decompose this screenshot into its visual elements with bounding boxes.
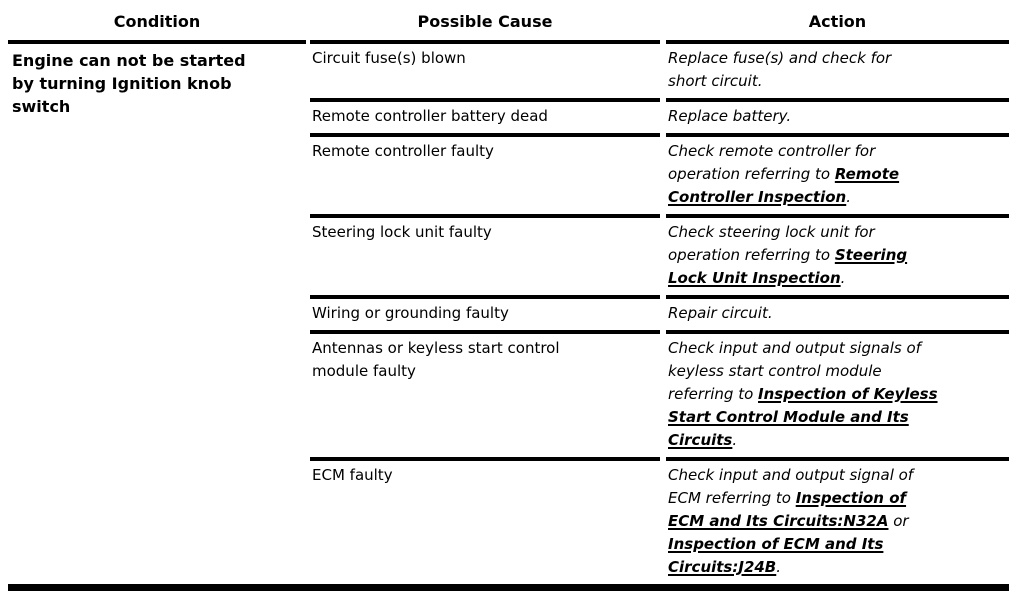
action-text: Check steering lock unit for operation r… — [668, 223, 875, 264]
cause-cell: Remote controller battery dead — [310, 102, 660, 137]
action-cell: Replace fuse(s) and check for short circ… — [666, 44, 1009, 102]
column-header-condition: Condition — [8, 0, 306, 44]
inspection-reference-link[interactable]: Inspection of ECM and Its Circuits:N32A — [668, 489, 907, 530]
cause-cell: Remote controller faulty — [310, 137, 660, 218]
action-text: . — [732, 431, 738, 449]
action-text: . — [840, 269, 846, 287]
cause-cell: Circuit fuse(s) blown — [310, 44, 660, 102]
action-text: Repair circuit. — [668, 304, 773, 322]
diagnostic-table: Condition Possible Cause Action Engine c… — [8, 0, 1009, 584]
condition-cell: Engine can not be started by turning Ign… — [12, 51, 246, 116]
cause-cell: Antennas or keyless start control module… — [310, 334, 660, 461]
cause-cell: Wiring or grounding faulty — [310, 299, 660, 334]
inspection-reference-link[interactable]: Inspection of ECM and Its Circuits:J24B — [668, 535, 884, 576]
action-cell: Check input and output signals of keyles… — [666, 334, 1009, 461]
action-text: Check input and output signal of ECM ref… — [668, 466, 914, 507]
column-header-possible-cause: Possible Cause — [310, 0, 660, 44]
action-text: Replace fuse(s) and check for short circ… — [668, 49, 892, 90]
cause-cell: ECM faulty — [312, 466, 393, 484]
column-header-action: Action — [666, 0, 1009, 44]
action-text: Check remote controller for operation re… — [668, 142, 876, 183]
inspection-reference-link[interactable]: Remote Controller Inspection — [668, 165, 900, 206]
action-text: Check input and output signals of keyles… — [668, 339, 921, 403]
action-cell: Repair circuit. — [666, 299, 1009, 334]
inspection-reference-link[interactable]: Steering Lock Unit Inspection — [668, 246, 908, 287]
action-text: or — [893, 512, 909, 530]
table-bottom-rule — [8, 584, 1009, 591]
action-text: . — [776, 558, 782, 576]
cause-cell: Steering lock unit faulty — [310, 218, 660, 299]
action-cell: Check input and output signal of ECM ref… — [666, 461, 1009, 584]
inspection-reference-link[interactable]: Inspection of Keyless Start Control Modu… — [668, 385, 938, 449]
action-cell: Check remote controller for operation re… — [666, 137, 1009, 218]
action-cell: Check steering lock unit for operation r… — [666, 218, 1009, 299]
action-text: Replace battery. — [668, 107, 792, 125]
action-cell: Replace battery. — [666, 102, 1009, 137]
action-text: . — [846, 188, 852, 206]
